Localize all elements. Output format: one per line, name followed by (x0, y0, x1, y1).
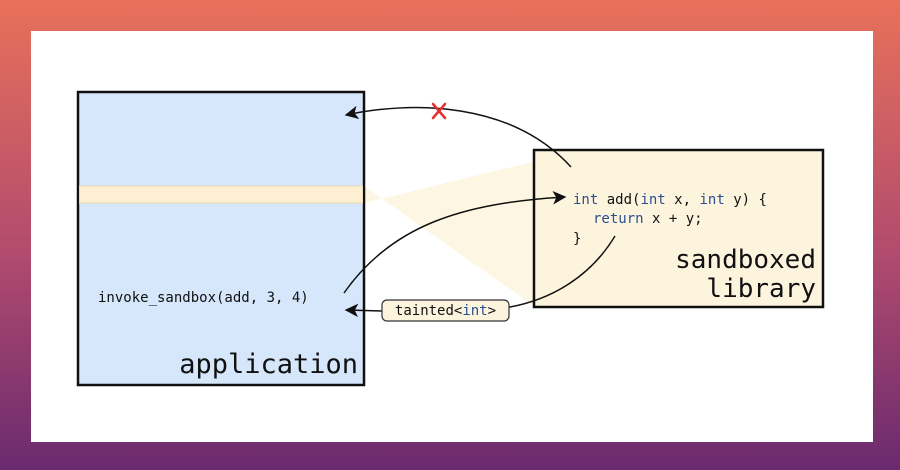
blocked-callback-arrow (344, 105, 572, 168)
svg-text:tainted<int>: tainted<int> (395, 303, 496, 319)
invoke-call-arrow (343, 190, 567, 294)
application-box (76, 90, 366, 387)
invoke-sandbox-call: invoke_sandbox(add, 3, 4) (98, 290, 309, 306)
code-line-1: int add(int x, int y) { (573, 192, 767, 208)
library-label-line1: sandboxed (675, 245, 816, 275)
sandbox-diagram: application invoke_sandbox(add, 3, 4) sa… (76, 90, 825, 387)
return-arrow-segment (503, 235, 616, 309)
code-line-2: return x + y; (593, 211, 703, 227)
code-line-3: } (573, 231, 581, 247)
library-label-line2: library (706, 274, 816, 304)
sandboxed-library-box (532, 148, 825, 309)
projection-highlight (364, 150, 581, 306)
tainted-int-badge: tainted<int> (381, 299, 510, 322)
application-label: application (179, 349, 358, 380)
return-arrow-head (344, 303, 384, 318)
diagram-card: application invoke_sandbox(add, 3, 4) sa… (31, 31, 873, 442)
application-highlight-strip (79, 185, 363, 204)
x-mark-icon (431, 102, 447, 120)
